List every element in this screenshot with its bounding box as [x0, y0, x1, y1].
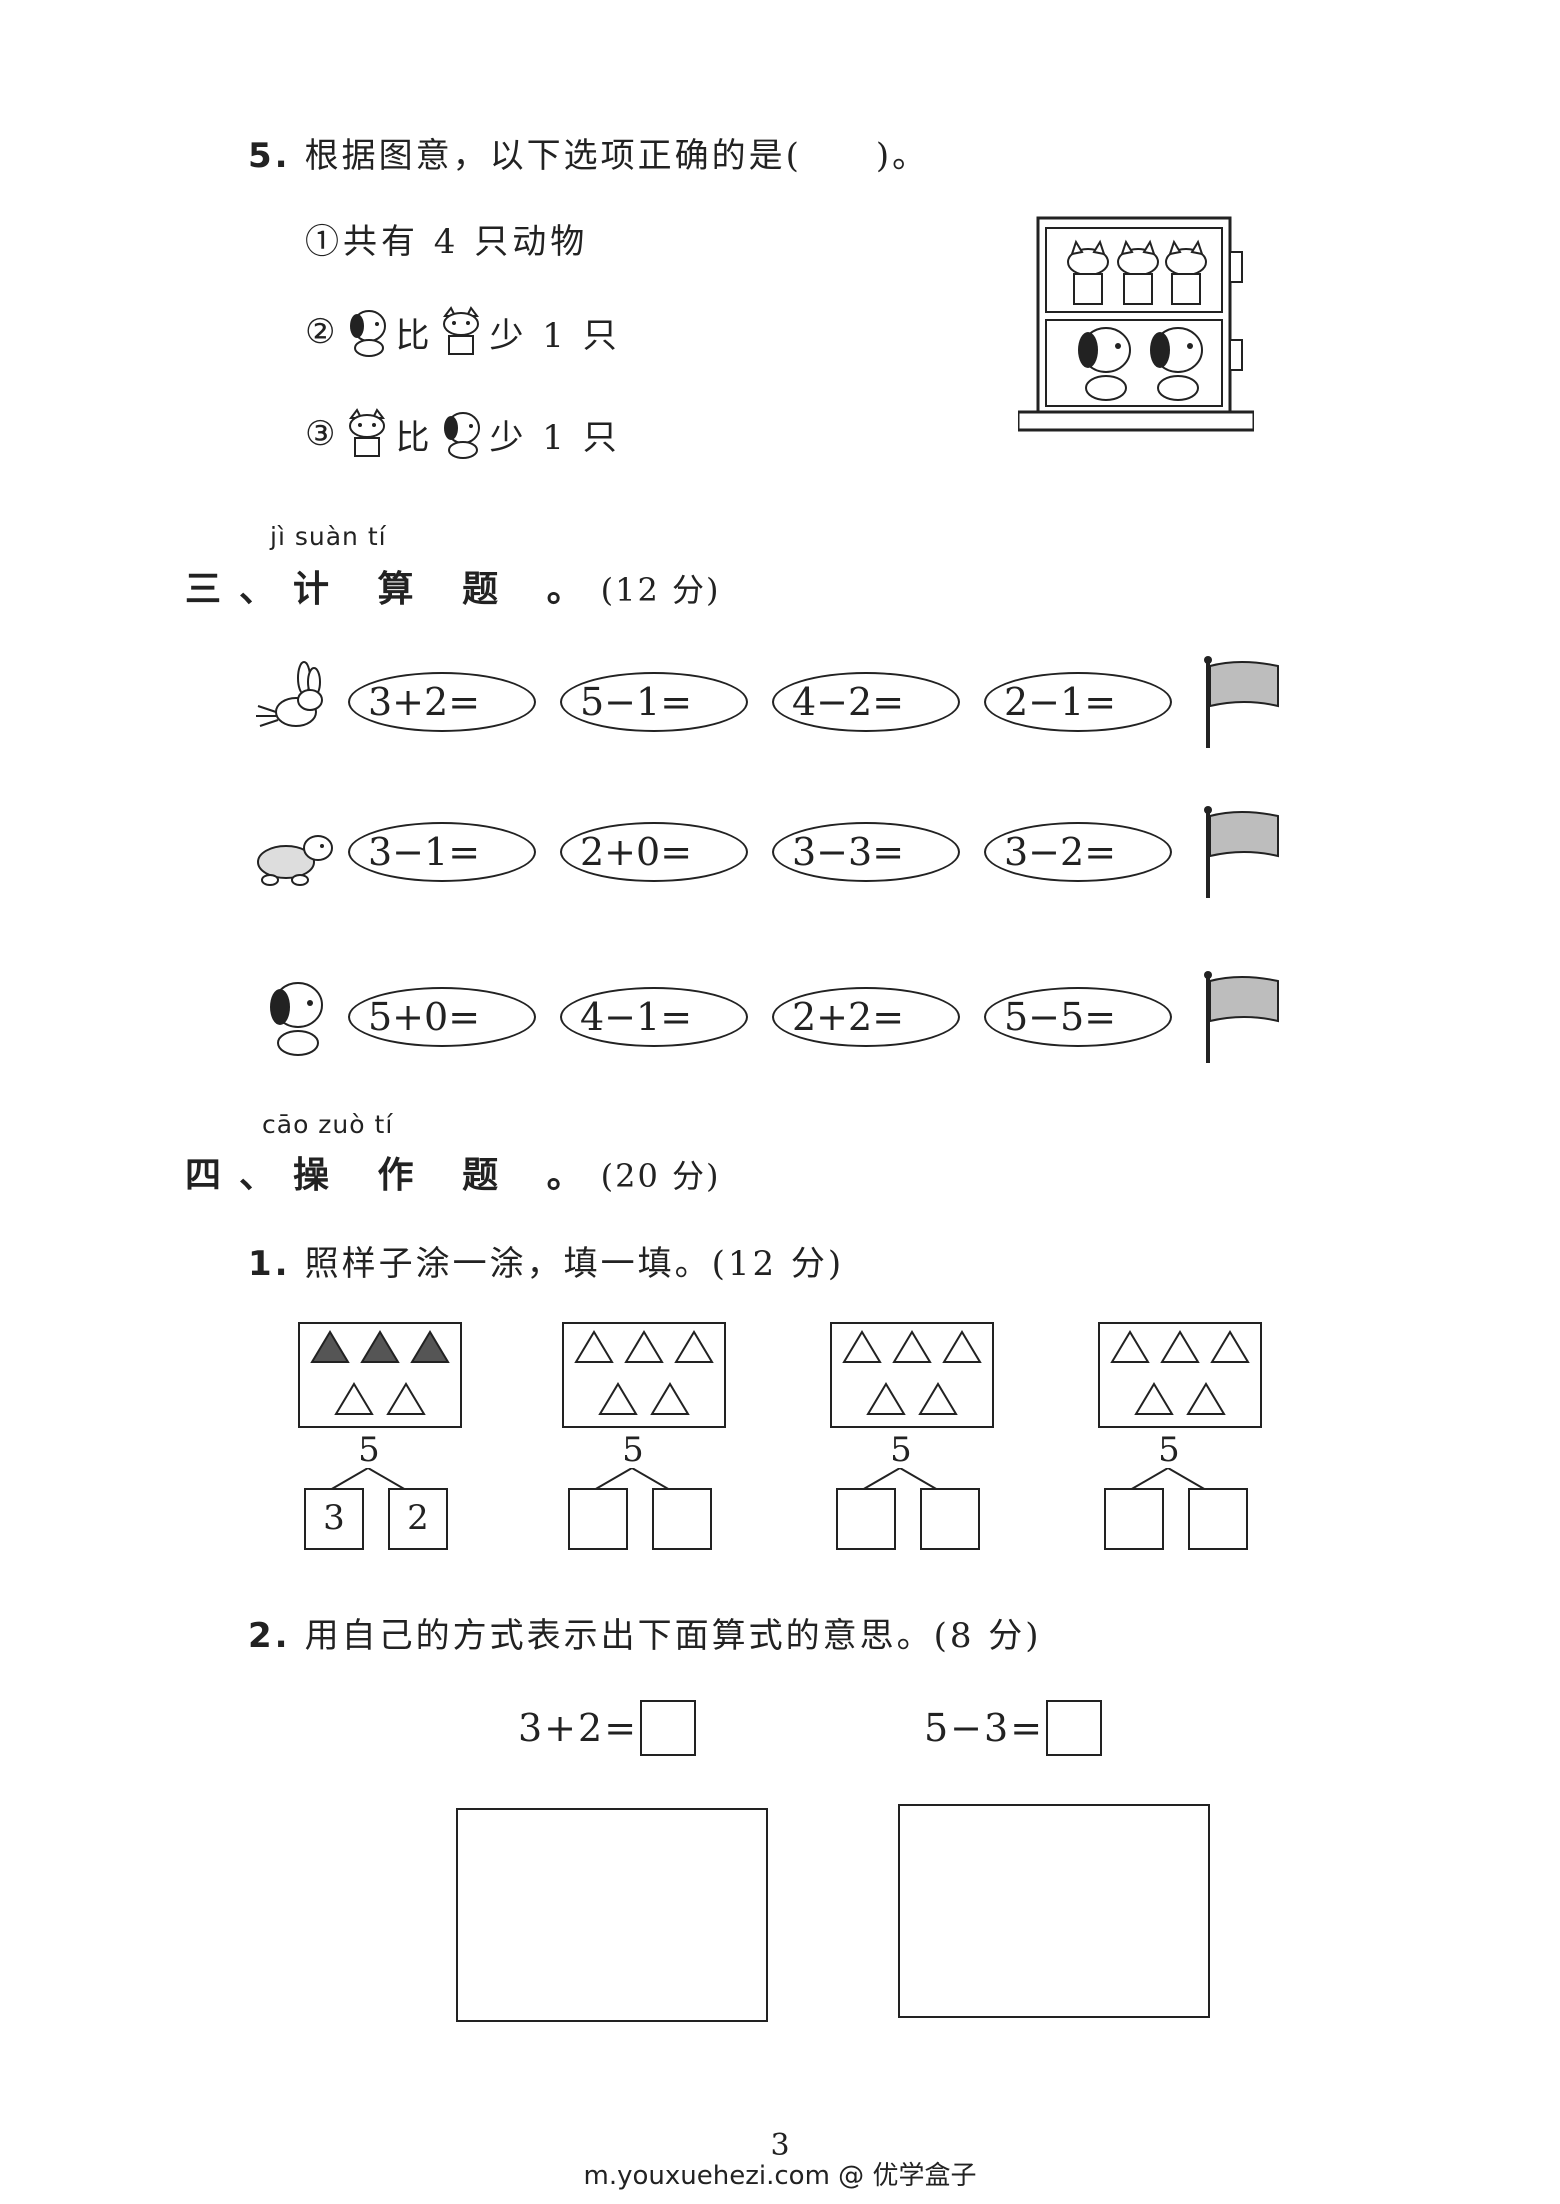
calc-row-1: 3+2= 5−1= 4−2= 2−1= [250, 650, 1300, 750]
calc-item[interactable]: 3−1= [348, 822, 536, 882]
option-2: ② 比 少 1 只 [305, 306, 621, 358]
triangle-group-3: 5 [830, 1322, 1000, 1562]
option-1: ①共有 4 只动物 [305, 214, 588, 263]
cat-icon [349, 408, 386, 457]
option-3-number: ③ [305, 414, 340, 454]
answer-box-left[interactable] [1104, 1488, 1164, 1550]
option-2-text: 少 1 只 [489, 315, 621, 356]
triangle-box[interactable] [830, 1322, 994, 1428]
flag-icon [1204, 656, 1279, 748]
question-number: 1. [248, 1244, 291, 1284]
option-1-text: ①共有 4 只动物 [305, 222, 589, 262]
triangle-box[interactable] [1098, 1322, 1262, 1428]
animal-shelf-illustration [1018, 216, 1254, 432]
dog-icon [270, 982, 323, 1056]
calc-item[interactable]: 3−2= [984, 822, 1172, 882]
option-3: ③ 比 少 1 只 [305, 408, 621, 460]
question-number: 2. [248, 1616, 291, 1656]
section-4-points: (20 分) [600, 1157, 721, 1195]
flag-icon [1204, 806, 1279, 898]
question-text: 根据图意，以下选项正确的是( )。 [304, 136, 930, 176]
triangle-box [298, 1322, 462, 1428]
triangles [1110, 1330, 1250, 1415]
question-4-1-title: 1. 照样子涂一涂，填一填。(12 分) [248, 1236, 844, 1285]
drawing-area-1[interactable] [456, 1808, 768, 2022]
question-4-2-title: 2. 用自己的方式表示出下面算式的意思。(8 分) [248, 1608, 1042, 1657]
equation-1: 3+2= [518, 1700, 697, 1756]
answer-box-right[interactable] [652, 1488, 712, 1550]
dog-icon [350, 310, 387, 357]
total-number: 5 [890, 1430, 912, 1470]
option-2-compare: 比 [395, 315, 434, 356]
calc-row-2: 3−1= 2+0= 3−3= 3−2= [250, 800, 1300, 900]
triangles [842, 1330, 982, 1415]
section-3-points: (12 分) [600, 571, 721, 609]
triangle-group-4: 5 [1098, 1322, 1268, 1562]
answer-box-right[interactable] [920, 1488, 980, 1550]
section-4-heading: 四、操 作 题 。(20 分) [185, 1146, 720, 1198]
total-number: 5 [358, 1430, 380, 1470]
cat-icon [443, 306, 480, 355]
calc-item[interactable]: 5−1= [560, 672, 748, 732]
equation-2: 5−3= [924, 1700, 1103, 1756]
branch-lines [1129, 1468, 1207, 1490]
equation-text: 5−3= [924, 1706, 1045, 1750]
total-number: 5 [622, 1430, 644, 1470]
triangles [574, 1330, 714, 1415]
calc-item[interactable]: 2+0= [560, 822, 748, 882]
cat-icon [1165, 239, 1207, 305]
section-3-title: 三、计 算 题 。 [185, 568, 601, 610]
triangle-box[interactable] [562, 1322, 726, 1428]
section-4-pinyin: cāo zuò tí [262, 1110, 394, 1139]
question-number: 5. [248, 136, 291, 176]
calc-item[interactable]: 5+0= [348, 987, 536, 1047]
option-2-number: ② [305, 312, 340, 352]
option-3-text: 少 1 只 [489, 417, 621, 458]
branch-lines [593, 1468, 671, 1490]
answer-box-right[interactable] [1188, 1488, 1248, 1550]
answer-box-left[interactable] [836, 1488, 896, 1550]
section-3-pinyin: jì suàn tí [270, 522, 387, 551]
calc-item[interactable]: 2−1= [984, 672, 1172, 732]
question-text: 照样子涂一涂，填一填。(12 分) [304, 1244, 845, 1284]
answer-box[interactable] [640, 1700, 697, 1756]
answer-box-right[interactable]: 2 [388, 1488, 448, 1550]
section-3-heading: 三、计 算 题 。(12 分) [185, 560, 720, 612]
rabbit-icon [256, 661, 323, 727]
total-number: 5 [1158, 1430, 1180, 1470]
calc-item[interactable]: 5−5= [984, 987, 1172, 1047]
answer-box-left[interactable] [568, 1488, 628, 1550]
triangles [310, 1330, 450, 1415]
triangle-group-example: 5 3 2 [298, 1322, 468, 1562]
drawing-area-2[interactable] [898, 1804, 1210, 2018]
calc-row-3: 5+0= 4−1= 2+2= 5−5= [250, 965, 1300, 1065]
option-3-compare: 比 [395, 417, 434, 458]
branch-lines [861, 1468, 939, 1490]
calc-item[interactable]: 4−2= [772, 672, 960, 732]
cat-icon [1067, 239, 1109, 305]
triangle-group-2: 5 [562, 1322, 732, 1562]
calc-item[interactable]: 3−3= [772, 822, 960, 882]
flag-icon [1204, 971, 1279, 1063]
answer-box[interactable] [1046, 1700, 1103, 1756]
question-text: 用自己的方式表示出下面算式的意思。(8 分) [304, 1616, 1042, 1656]
calc-item[interactable]: 4−1= [560, 987, 748, 1047]
page-number: 3 [770, 2128, 790, 2163]
calc-item[interactable]: 2+2= [772, 987, 960, 1047]
cat-icon [1117, 239, 1159, 305]
dog-icon [1150, 327, 1203, 401]
branch-lines [329, 1468, 407, 1490]
section-4-title: 四、操 作 题 。 [185, 1154, 601, 1196]
answer-box-left[interactable]: 3 [304, 1488, 364, 1550]
dog-icon [444, 412, 481, 459]
turtle-icon [257, 835, 333, 886]
dog-icon [1078, 327, 1131, 401]
footer-watermark: m.youxuehezi.com @ 优学盒子 [583, 2161, 977, 2191]
calc-item[interactable]: 3+2= [348, 672, 536, 732]
question-5-title: 5. 根据图意，以下选项正确的是( )。 [248, 128, 929, 177]
equation-text: 3+2= [518, 1706, 639, 1750]
